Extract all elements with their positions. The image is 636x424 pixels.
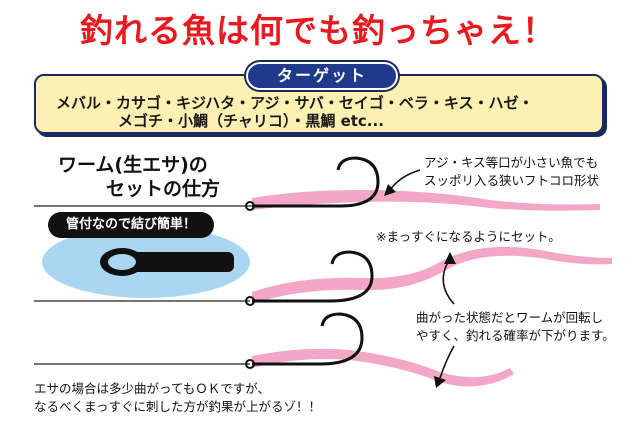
hook-1: [252, 156, 380, 208]
arrow-top-head: [384, 184, 396, 196]
target-species-line-2: メゴチ・小鯛（チャリコ）・黒鯛 etc...: [118, 112, 384, 130]
note-top-line-1: アジ・キス等口が小さい魚でも: [424, 155, 599, 170]
section-title-line-1: ワーム(生エサ)の: [58, 154, 208, 176]
worm-bent-1: [252, 246, 612, 304]
hook-eye-1: [245, 201, 255, 211]
headline: 釣れる魚は何でも釣っちゃえ！: [80, 11, 556, 50]
hook-2: [252, 250, 374, 303]
note-bent-line-1: 曲がった状態だとワームが回転し: [416, 310, 604, 325]
callout-easy-tie: 管付なので結び簡単！: [48, 212, 214, 238]
arrow-bottom: [439, 345, 455, 379]
arrow-top: [389, 169, 421, 191]
arrow-middle-head: [444, 252, 456, 264]
hook-eye-hole: [108, 254, 136, 270]
note-bent-line-2: やすく、釣れる確率が下がります。: [416, 328, 615, 343]
hook-eye-3: [245, 359, 255, 369]
hook-3: [252, 312, 364, 366]
hook-shank-zoom: [130, 252, 234, 272]
hook-eye-2: [245, 296, 255, 306]
note-bottom-line-1: エサの場合は多少曲がってもＯＫですが、: [34, 381, 271, 396]
note-bottom-line-2: なるべくまっすぐに刺した方が釣果が上がるゾ！！: [34, 399, 322, 414]
arrow-middle: [442, 261, 455, 305]
note-top-line-2: スッポリ入る狭いフトコロ形状: [424, 173, 600, 188]
target-species-line-1: メバル・カサゴ・キジハタ・アジ・サバ・セイゴ・ベラ・キス・ハゼ・: [56, 94, 534, 112]
worm-bent-2: [252, 348, 514, 387]
section-title-line-2: セットの仕方: [106, 178, 221, 200]
note-straight: ※まっすぐになるようにセット。: [376, 229, 561, 244]
worm-straight: [252, 190, 600, 211]
target-label: ターゲット: [246, 62, 398, 90]
arrow-bottom-head: [434, 376, 446, 388]
